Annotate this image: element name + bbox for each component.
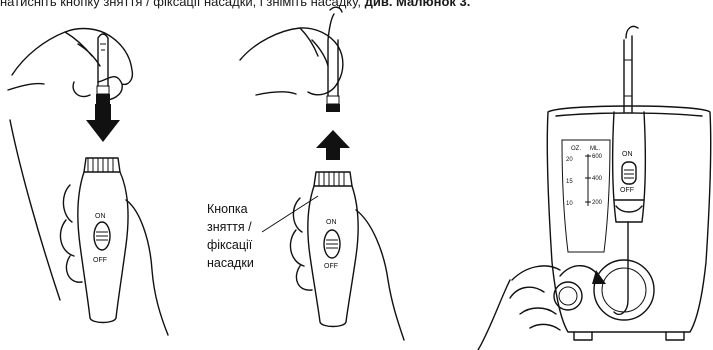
scale-oz-header: OZ. — [571, 146, 581, 152]
arrow-down-icon — [86, 104, 120, 142]
arrow-up-icon — [316, 130, 350, 160]
handle-on-label: ON — [95, 213, 106, 220]
base-off-label: OFF — [620, 187, 634, 194]
water-flosser-handle-icon — [78, 172, 128, 323]
svg-text:600: 600 — [592, 154, 603, 160]
release-label-line-3: фіксації — [207, 236, 254, 254]
svg-text:OFF: OFF — [324, 263, 338, 270]
release-label-line-4: насадки — [207, 254, 254, 272]
rotation-arrow-icon — [560, 266, 600, 278]
panel-insert-tip: ON OFF — [8, 29, 168, 335]
panel-remove-tip: ON OFF — [240, 7, 404, 340]
svg-text:20: 20 — [566, 157, 573, 163]
release-label-line-1: Кнопка — [207, 200, 254, 218]
handle-off-label: OFF — [93, 257, 107, 264]
svg-text:400: 400 — [592, 176, 603, 182]
release-button-label: Кнопка зняття / фіксації насадки — [207, 200, 254, 272]
svg-text:200: 200 — [592, 200, 603, 206]
panel-base-unit: OZ. ML. 20 15 10 600 400 200 ON OFF — [478, 26, 711, 350]
svg-text:15: 15 — [566, 179, 573, 185]
svg-text:10: 10 — [566, 201, 573, 207]
release-label-line-2: зняття / — [207, 218, 254, 236]
svg-text:ON: ON — [326, 219, 337, 226]
base-on-label: ON — [622, 151, 633, 158]
scale-ml-header: ML. — [590, 146, 600, 152]
hand-holding-tip-icon — [8, 29, 132, 101]
